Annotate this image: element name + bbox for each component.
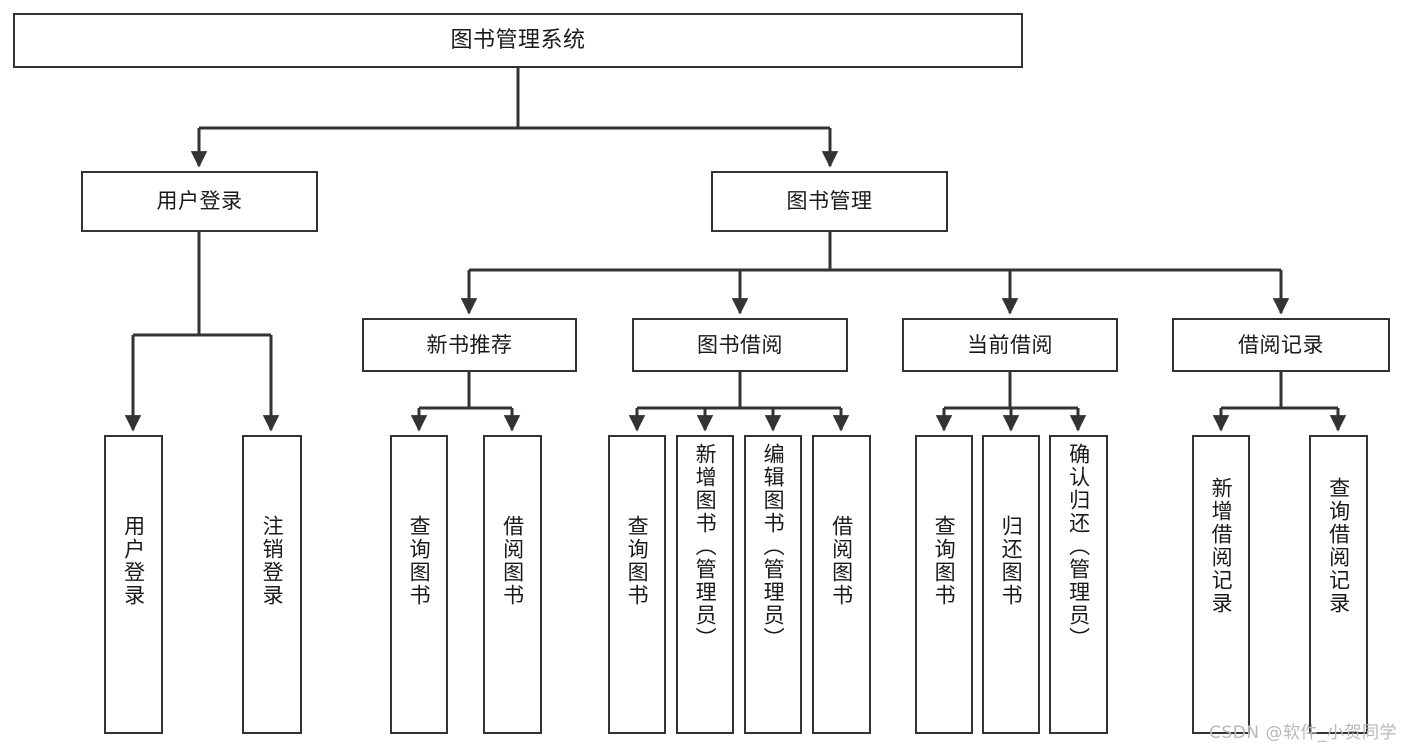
node-book-borrow[interactable]: 图书借阅 (632, 318, 848, 372)
node-label: 新书推荐 (426, 332, 513, 357)
node-label: 新增图书（管理员） (693, 443, 718, 650)
node-leaf-add-borrow-record[interactable]: 新增借阅记录 (1192, 435, 1250, 734)
node-leaf-logout-login[interactable]: 注销登录 (242, 435, 302, 734)
node-label: 查询借阅记录 (1326, 477, 1351, 615)
node-current-borrow[interactable]: 当前借阅 (902, 318, 1118, 372)
csdn-watermark: CSDN @软件_小贺同学 (1209, 723, 1397, 743)
node-new-book-recommend[interactable]: 新书推荐 (362, 318, 577, 372)
node-label: 确认归还（管理员） (1066, 443, 1091, 650)
node-leaf-confirm-return[interactable]: 确认归还（管理员） (1049, 435, 1108, 734)
node-book-manage[interactable]: 图书管理 (711, 171, 948, 232)
node-leaf-add-book[interactable]: 新增图书（管理员） (676, 435, 734, 734)
node-leaf-borrow-book[interactable]: 借阅图书 (812, 435, 871, 734)
node-leaf-return-book[interactable]: 归还图书 (982, 435, 1040, 734)
node-label: 编辑图书（管理员） (761, 443, 786, 650)
node-label: 用户登录 (156, 189, 243, 214)
node-label: 注销登录 (260, 515, 285, 607)
node-label: 归还图书 (999, 515, 1024, 607)
node-label: 用户登录 (121, 515, 146, 607)
node-label: 图书管理系统 (450, 27, 586, 53)
node-leaf-query-book-recommend[interactable]: 查询图书 (390, 435, 448, 734)
node-leaf-edit-book[interactable]: 编辑图书（管理员） (744, 435, 802, 734)
node-label: 当前借阅 (967, 332, 1053, 357)
node-label: 新增借阅记录 (1209, 477, 1234, 615)
node-label: 借阅记录 (1238, 332, 1324, 357)
node-borrow-record[interactable]: 借阅记录 (1172, 318, 1390, 372)
node-label: 借阅图书 (829, 515, 854, 607)
node-leaf-user-login[interactable]: 用户登录 (104, 435, 163, 734)
node-leaf-query-book-borrow[interactable]: 查询图书 (608, 435, 666, 734)
node-label: 图书管理 (786, 189, 873, 214)
node-leaf-query-book-current[interactable]: 查询图书 (915, 435, 973, 734)
node-label: 查询图书 (407, 515, 432, 607)
node-leaf-borrow-book-recommend[interactable]: 借阅图书 (483, 435, 542, 734)
node-root-book-management-system[interactable]: 图书管理系统 (13, 13, 1023, 68)
node-label: 查询图书 (625, 515, 650, 607)
node-label: 借阅图书 (500, 515, 525, 607)
node-leaf-query-borrow-record[interactable]: 查询借阅记录 (1309, 435, 1368, 734)
node-label: 图书借阅 (697, 332, 783, 357)
node-user-login[interactable]: 用户登录 (81, 171, 318, 232)
node-label: 查询图书 (932, 515, 957, 607)
